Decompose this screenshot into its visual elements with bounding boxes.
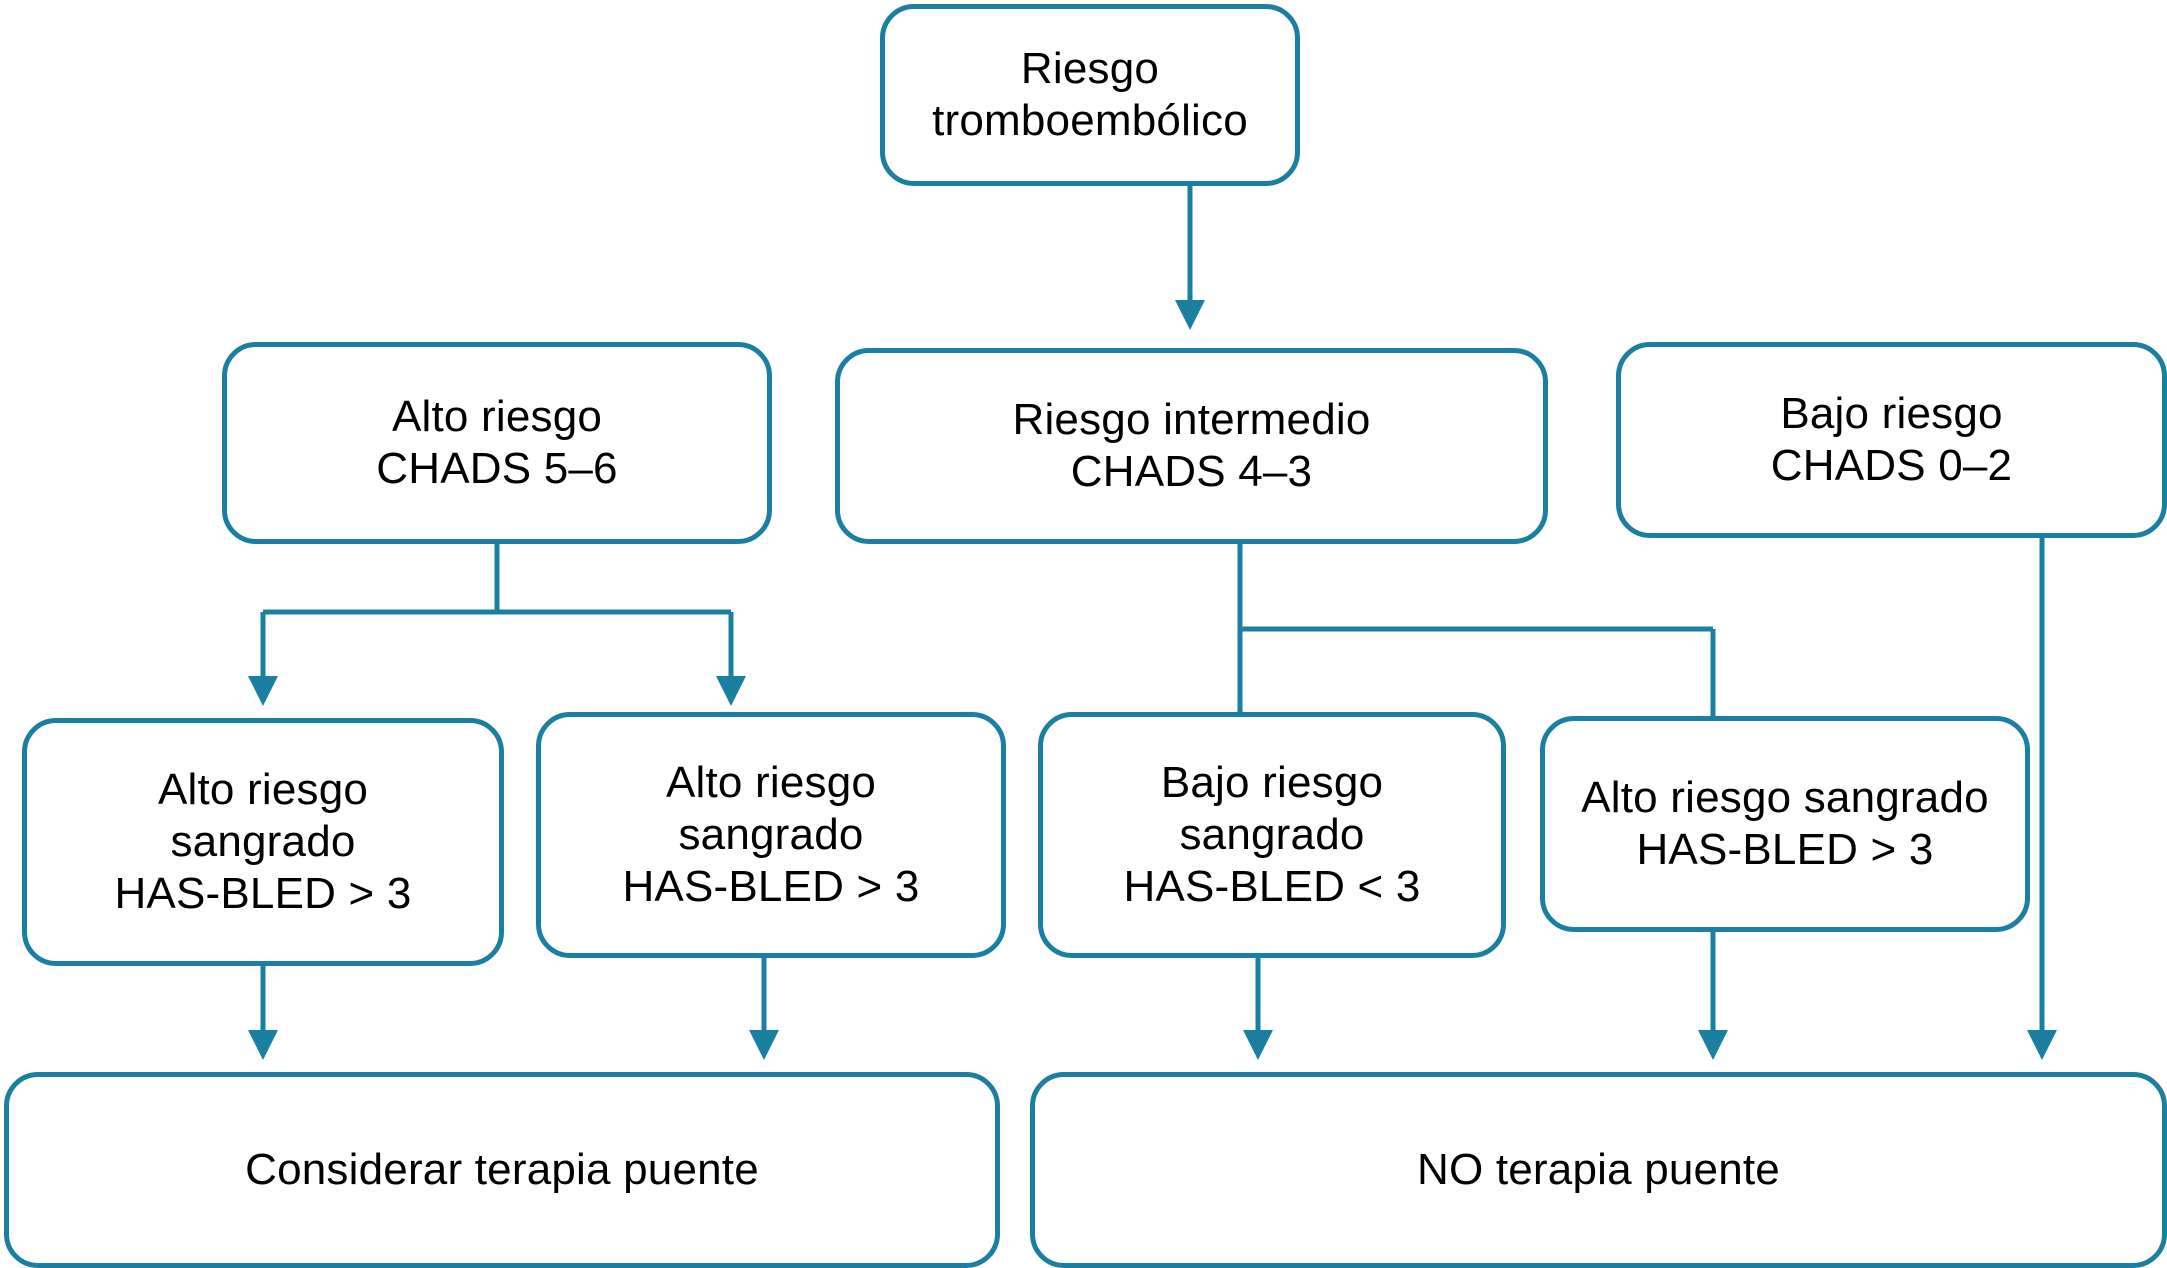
connector-bajo-to-no-terapia-arrowhead (2027, 1030, 2057, 1060)
node-label-bajo-riesgo-chads: Bajo riesgo CHADS 0–2 (1770, 389, 2013, 490)
connector-bajo-sangrado-to-no-terapia-arrowhead (1243, 1030, 1273, 1060)
connector-sangrado-2-to-considerar-arrowhead (749, 1030, 779, 1060)
connector-root-to-intermedio-arrowhead (1175, 300, 1205, 330)
connector-bajo-sangrado-to-no-terapia (1243, 958, 1273, 1060)
node-label-alto-riesgo-chads: Alto riesgo CHADS 5–6 (376, 392, 618, 493)
node-label-no-terapia-puente: NO terapia puente (1417, 1145, 1780, 1195)
connector-alto-to-sangrado-1 (248, 612, 278, 706)
connector-alto-sangrado-3-to-no-terapia (1698, 932, 1728, 1060)
connector-alto-to-sangrado-2-arrowhead (716, 676, 746, 706)
node-label-bajo-riesgo-sangrado: Bajo riesgo sangrado HAS-BLED < 3 (1123, 758, 1421, 911)
node-alto-riesgo-sangrado-1[interactable]: Alto riesgo sangrado HAS-BLED > 3 (22, 718, 504, 966)
node-bajo-riesgo-chads[interactable]: Bajo riesgo CHADS 0–2 (1616, 342, 2167, 538)
connector-alto-to-sangrado-2 (716, 612, 746, 706)
node-riesgo-tromboembolico[interactable]: Riesgo tromboembólico (880, 4, 1300, 186)
connector-alto-to-sangrado-1-arrowhead (248, 676, 278, 706)
node-alto-riesgo-chads[interactable]: Alto riesgo CHADS 5–6 (222, 342, 772, 544)
connector-root-to-intermedio (1175, 186, 1205, 330)
node-riesgo-intermedio-chads[interactable]: Riesgo intermedio CHADS 4–3 (835, 348, 1548, 544)
node-label-considerar-terapia-puente: Considerar terapia puente (245, 1145, 759, 1195)
node-label-riesgo-intermedio-chads: Riesgo intermedio CHADS 4–3 (1012, 395, 1371, 496)
node-label-alto-riesgo-sangrado-1: Alto riesgo sangrado HAS-BLED > 3 (114, 765, 412, 918)
node-considerar-terapia-puente[interactable]: Considerar terapia puente (4, 1072, 1000, 1268)
node-label-riesgo-tromboembolico: Riesgo tromboembólico (932, 44, 1248, 145)
connector-sangrado-1-to-considerar (248, 966, 278, 1060)
connector-sangrado-2-to-considerar (749, 958, 779, 1060)
node-label-alto-riesgo-sangrado-3: Alto riesgo sangrado HAS-BLED > 3 (1581, 773, 1989, 874)
node-alto-riesgo-sangrado-3[interactable]: Alto riesgo sangrado HAS-BLED > 3 (1540, 716, 2030, 932)
connector-sangrado-1-to-considerar-arrowhead (248, 1030, 278, 1060)
node-bajo-riesgo-sangrado[interactable]: Bajo riesgo sangrado HAS-BLED < 3 (1038, 712, 1506, 958)
node-alto-riesgo-sangrado-2[interactable]: Alto riesgo sangrado HAS-BLED > 3 (536, 712, 1006, 958)
node-label-alto-riesgo-sangrado-2: Alto riesgo sangrado HAS-BLED > 3 (622, 758, 920, 911)
connector-bajo-to-no-terapia (2027, 538, 2057, 1060)
connector-alto-sangrado-3-to-no-terapia-arrowhead (1698, 1030, 1728, 1060)
node-no-terapia-puente[interactable]: NO terapia puente (1030, 1072, 2167, 1268)
